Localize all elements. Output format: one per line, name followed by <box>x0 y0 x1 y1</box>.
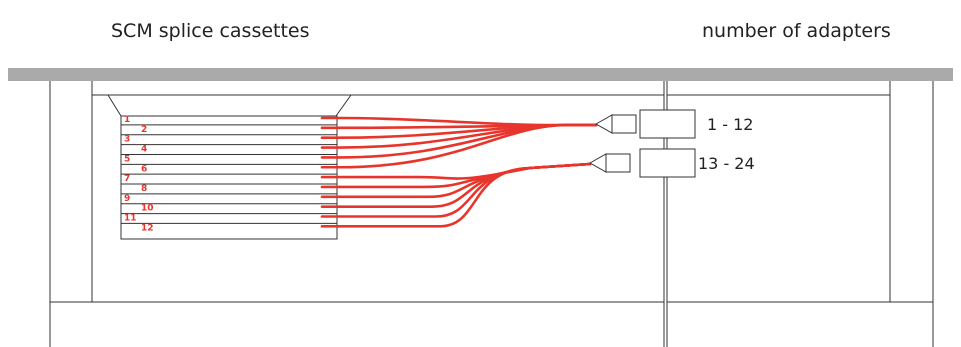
adapters-heading: number of adapters <box>702 20 891 42</box>
adapter-port <box>639 109 696 139</box>
splice-cassette <box>107 94 352 240</box>
rack-top-bar <box>8 68 953 81</box>
fiber-path <box>320 123 598 159</box>
fiber-number-label: 5 <box>124 154 130 164</box>
fiber-number-label: 4 <box>141 145 147 155</box>
fiber-number-label: 2 <box>141 125 147 135</box>
fiber-path <box>320 162 592 199</box>
fiber-number-label: 12 <box>141 223 154 233</box>
fiber-number-label: 1 <box>124 115 130 125</box>
fiber-number-label: 6 <box>141 164 147 174</box>
adapter-range-label: 1 - 12 <box>707 115 753 134</box>
splice-cassettes-heading: SCM splice cassettes <box>111 20 310 42</box>
adapter-port <box>639 148 696 178</box>
adapter-boot <box>594 114 613 134</box>
fiber-number-label: 3 <box>124 135 130 145</box>
fiber-number-label: 11 <box>124 214 137 224</box>
adapter-range-label: 13 - 24 <box>698 154 755 173</box>
adapter-connectors: 1 - 12 13 - 24 <box>588 109 755 178</box>
fiber-number-label: 10 <box>141 204 154 214</box>
rack-frame <box>49 81 934 347</box>
adapter-connector-body <box>605 153 631 173</box>
fiber-routing <box>320 116 598 228</box>
adapter-connector-body <box>611 114 637 134</box>
fiber-number-label: 8 <box>141 184 147 194</box>
fiber-path <box>320 123 598 169</box>
adapter-boot <box>588 153 607 173</box>
fiber-path <box>320 162 592 228</box>
fiber-number-label: 9 <box>124 194 130 204</box>
fiber-number-label: 7 <box>124 174 130 184</box>
